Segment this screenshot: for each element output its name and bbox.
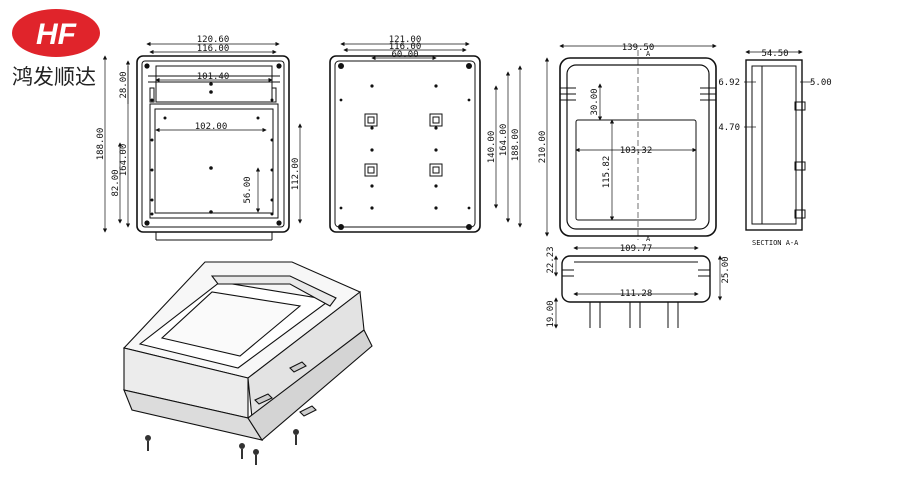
dim-section-lip: 5.00 (810, 78, 832, 88)
dim-back-inner: 116.00 (389, 42, 422, 52)
dim-inner-width: 116.00 (197, 44, 230, 54)
back-view-dimensions: 121.00 116.00 60.00 140.00 164.00 188.00 (389, 35, 521, 163)
dim-lid-top-gap: 30.00 (590, 88, 600, 115)
isometric-view (122, 261, 373, 465)
dim-lid-window-width: 103.32 (620, 146, 653, 156)
dim-section-wall: 4.70 (718, 123, 740, 133)
section-marker-bottom: A (646, 235, 651, 243)
dim-hole-spacing: 60.00 (391, 50, 418, 60)
dim-lid-width: 139.50 (622, 43, 655, 53)
section-marker-top: A (646, 50, 651, 58)
dim-bottom-right-height: 25.00 (721, 256, 731, 283)
dim-bottom-foot-height: 19.00 (546, 300, 556, 327)
dim-outer-width: 120.60 (197, 35, 230, 45)
dim-lid-window-height: 115.82 (602, 156, 612, 189)
dim-lid-height: 210.00 (538, 131, 548, 164)
dim-section-depth: 54.50 (761, 49, 788, 59)
front-view (102, 41, 303, 241)
dim-bottom-left-height: 22.23 (546, 246, 556, 273)
dim-back-h3: 188.00 (511, 129, 521, 162)
section-caption: SECTION A-A (752, 239, 799, 247)
section-view (744, 49, 812, 231)
section-view-dimensions: 54.50 6.92 5.00 4.70 SECTION A-A (718, 49, 831, 247)
lid-view (544, 43, 717, 240)
dim-window-width: 102.00 (195, 122, 228, 132)
dim-back-h1: 140.00 (487, 131, 497, 164)
dim-lower-height: 82.00 (111, 169, 121, 196)
dim-left-height: 164.00 (119, 144, 129, 177)
company-name: 鸿发顺达 (12, 65, 96, 89)
dim-top-offset: 28.00 (119, 71, 129, 98)
bottom-view-dimensions: 109.77 111.28 22.23 25.00 19.00 (546, 244, 731, 328)
brand-logo: HF (12, 9, 100, 57)
logo-letters: HF (36, 18, 77, 51)
dim-right-height: 112.00 (291, 158, 301, 191)
back-view (329, 41, 523, 233)
dim-rail-width: 101.40 (197, 72, 230, 82)
lid-view-dimensions: 139.50 210.00 30.00 103.32 115.82 A A (538, 43, 654, 243)
dim-height: 188.00 (96, 128, 106, 161)
front-view-dimensions: 120.60 116.00 101.40 102.00 188.00 28.00… (96, 35, 301, 204)
dim-back-outer: 121.00 (389, 35, 422, 45)
dim-section-top: 6.92 (718, 78, 740, 88)
dim-back-h2: 164.00 (499, 124, 509, 157)
logo-ellipse (12, 9, 100, 57)
bottom-view (553, 245, 723, 329)
dim-bottom-top-width: 109.77 (620, 244, 653, 254)
dim-bottom-base-width: 111.28 (620, 289, 653, 299)
dim-boss-height: 56.00 (243, 176, 253, 203)
front-holes (144, 63, 282, 226)
